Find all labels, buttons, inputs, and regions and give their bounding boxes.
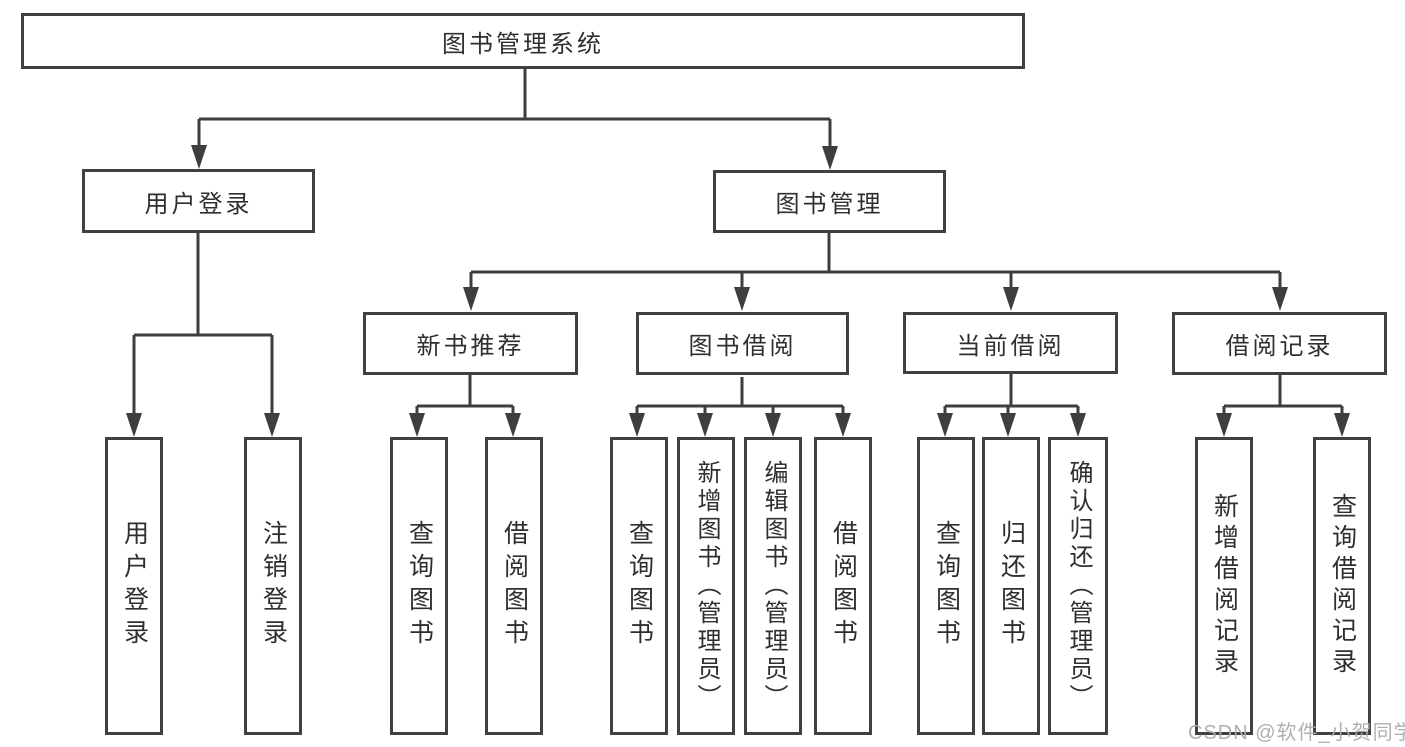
node-library-management-system: 图书管理系统 [21, 13, 1025, 69]
leaf-query-books-recommend: 查询图书 [390, 437, 448, 735]
leaf-label: 借阅图书 [500, 520, 529, 652]
leaf-label: 确认归还（管理员） [1065, 460, 1092, 712]
node-new-book-recommendation: 新书推荐 [363, 312, 578, 375]
connector-borrow-records [1222, 375, 1344, 418]
leaf-label: 查询图书 [932, 520, 961, 652]
leaf-label: 用户登录 [120, 520, 149, 652]
leaf-edit-book-admin: 编辑图书（管理员） [744, 437, 802, 735]
leaf-label: 新增借阅记录 [1210, 493, 1239, 679]
arrowheads [126, 145, 1350, 437]
leaf-query-books-borrowing: 查询图书 [610, 437, 668, 735]
leaf-label: 注销登录 [259, 520, 288, 652]
leaf-label: 借阅图书 [829, 520, 858, 652]
connector-current-borrow [943, 374, 1080, 418]
connector-root [197, 68, 832, 151]
connector-book-management [469, 233, 1282, 292]
connector-user-login [132, 233, 274, 418]
leaf-label: 查询图书 [625, 520, 654, 652]
node-book-borrowing: 图书借阅 [636, 312, 849, 375]
leaf-return-book: 归还图书 [982, 437, 1040, 735]
node-label: 图书管理系统 [442, 30, 604, 58]
leaf-label: 查询图书 [405, 520, 434, 652]
leaf-add-book-admin: 新增图书（管理员） [677, 437, 735, 735]
leaf-confirm-return-admin: 确认归还（管理员） [1048, 437, 1108, 735]
node-label: 图书管理 [775, 191, 884, 218]
leaf-logout: 注销登录 [244, 437, 302, 735]
node-book-management: 图书管理 [713, 170, 946, 233]
node-current-borrowing: 当前借阅 [903, 312, 1118, 374]
node-label: 当前借阅 [956, 332, 1065, 360]
leaf-borrow-books-borrowing: 借阅图书 [814, 437, 872, 735]
leaf-label: 归还图书 [997, 520, 1026, 652]
node-borrowing-records: 借阅记录 [1172, 312, 1387, 375]
leaf-query-borrow-record: 查询借阅记录 [1313, 437, 1371, 735]
node-label: 借阅记录 [1225, 333, 1334, 360]
node-label: 图书借阅 [688, 333, 797, 360]
leaf-label: 查询借阅记录 [1328, 493, 1357, 679]
csdn-watermark: CSDN @软件_小贺同学 [1188, 722, 1405, 744]
node-user-login: 用户登录 [82, 169, 315, 233]
leaf-query-books-current: 查询图书 [917, 437, 975, 735]
connector-book-borrow [635, 377, 845, 418]
leaf-label: 新增图书（管理员） [693, 460, 720, 712]
connector-new-book [415, 375, 515, 418]
leaf-user-login: 用户登录 [105, 437, 163, 735]
node-label: 用户登录 [144, 190, 253, 218]
leaf-label: 编辑图书（管理员） [760, 460, 787, 712]
leaf-borrow-books-recommend: 借阅图书 [485, 437, 543, 735]
node-label: 新书推荐 [416, 333, 525, 360]
leaf-add-borrow-record: 新增借阅记录 [1195, 437, 1253, 735]
